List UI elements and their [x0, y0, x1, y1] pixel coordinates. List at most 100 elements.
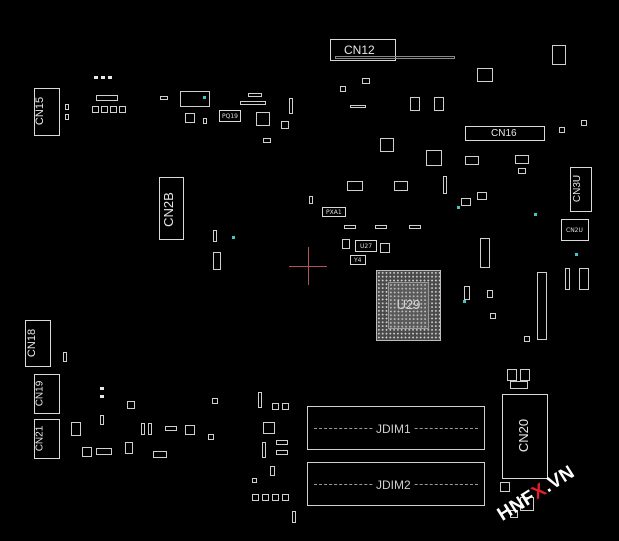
pad [100, 395, 104, 398]
pad [258, 392, 262, 408]
via [232, 236, 235, 239]
pad [252, 478, 257, 483]
pad [185, 113, 195, 123]
pxa1-label: PXA1 [326, 209, 342, 216]
pad [520, 369, 530, 381]
pad [581, 120, 587, 126]
cn16-connector: CN16 [465, 126, 545, 141]
pad [180, 91, 210, 107]
pad [490, 313, 496, 319]
pad [165, 426, 177, 431]
pad [559, 127, 565, 133]
pad [282, 403, 289, 410]
pad [160, 96, 168, 100]
y4-label: Y4 [354, 257, 362, 264]
pad [213, 252, 221, 270]
pad [263, 138, 271, 143]
pad [65, 104, 69, 110]
pad [153, 451, 167, 458]
pad [256, 112, 270, 126]
pad [464, 286, 470, 300]
pad [480, 238, 490, 268]
pad [262, 442, 266, 458]
cn15-connector: CN15 [34, 88, 60, 136]
pad [281, 121, 289, 129]
pad [515, 155, 529, 164]
pad [248, 93, 262, 97]
pq19-label: PQ19 [222, 113, 238, 120]
pad [461, 198, 471, 206]
pad [394, 181, 408, 191]
pad [500, 482, 510, 492]
pad [185, 425, 195, 435]
pad [426, 150, 442, 166]
y4-component: Y4 [350, 255, 366, 265]
pad [477, 68, 493, 82]
pad [510, 381, 528, 389]
pad [148, 423, 152, 435]
pad [65, 114, 69, 120]
pad [96, 95, 118, 101]
cn2u-connector: CN2U [561, 219, 589, 241]
pad [127, 401, 135, 409]
pad [212, 398, 218, 404]
pad [380, 243, 390, 253]
pad [510, 510, 518, 518]
cn2b-connector: CN2B [159, 177, 184, 240]
pad [262, 494, 269, 501]
pad [282, 494, 289, 501]
pad [375, 225, 387, 229]
pad [434, 97, 444, 111]
pad [350, 105, 366, 108]
pad [71, 422, 81, 436]
pad [309, 196, 313, 204]
pxa1-component: PXA1 [322, 207, 346, 217]
pad [203, 118, 207, 124]
pad [380, 138, 394, 152]
cn2b-label: CN2B [160, 192, 176, 227]
pad [272, 494, 279, 501]
pad [119, 106, 126, 113]
cn19-connector: CN19 [34, 374, 60, 414]
pad [100, 387, 104, 390]
pad [537, 272, 547, 340]
pad [409, 225, 421, 229]
cn3u-label: CN3U [572, 174, 584, 203]
cn3u-connector: CN3U [570, 167, 592, 212]
pad [347, 181, 363, 191]
jdim1-label: JDIM1 [374, 422, 413, 436]
via [463, 300, 466, 303]
pad [208, 434, 214, 440]
pad [108, 76, 112, 79]
pad [552, 45, 566, 65]
pad [524, 336, 530, 342]
via [534, 213, 537, 216]
pad [487, 290, 493, 298]
pad [110, 106, 117, 113]
pad [213, 230, 217, 242]
pq19-component: PQ19 [219, 110, 241, 122]
pad [276, 450, 288, 455]
pad [362, 78, 370, 84]
cn12-connector: CN12 [330, 39, 396, 61]
cn15-label: CN15 [34, 96, 47, 126]
cn20-label: CN20 [516, 418, 532, 453]
pad [518, 168, 526, 174]
pad [342, 239, 350, 249]
u29-bga-chip: U29 [376, 270, 441, 341]
cn12-pin-row [335, 56, 455, 59]
cn16-label: CN16 [491, 128, 517, 139]
pad [63, 352, 67, 362]
pad [477, 192, 487, 200]
pad [101, 106, 108, 113]
watermark-text: HNFX.VN [494, 462, 579, 527]
pad [276, 440, 288, 445]
pad [289, 98, 293, 114]
via [457, 206, 460, 209]
u29-bga-core [388, 282, 429, 329]
u27-component: U27 [355, 240, 377, 252]
pad [94, 76, 98, 79]
pad [340, 86, 346, 92]
pad [101, 76, 105, 79]
